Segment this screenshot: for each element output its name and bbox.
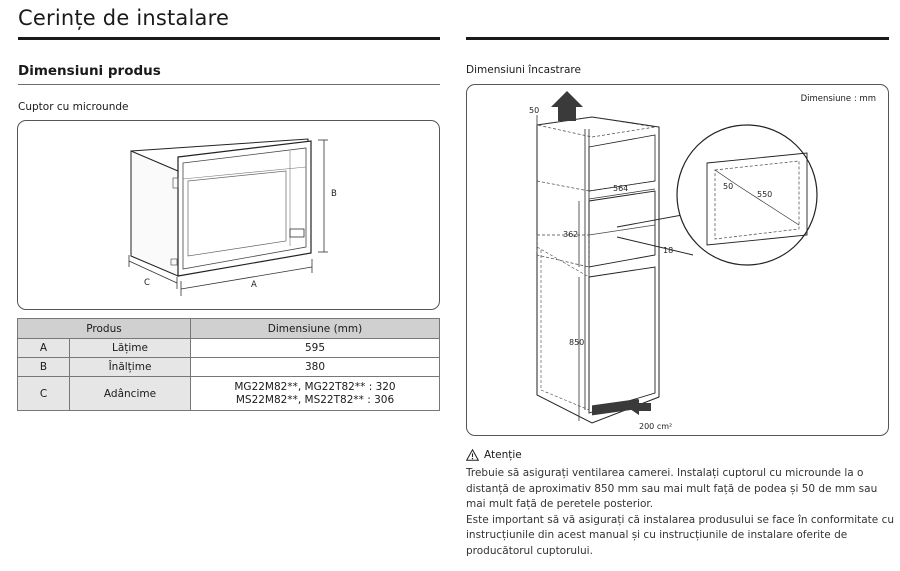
row-value: MG22M82**, MG22T82** : 320 MS22M82**, MS… xyxy=(190,376,440,411)
row-value-line: MS22M82**, MS22T82** : 306 xyxy=(235,393,395,406)
table-header-product: Produs xyxy=(17,318,191,339)
dimensions-table: Produs Dimensiune (mm) A Lățime 595 B În… xyxy=(17,318,440,411)
warning-paragraph-2: Este important să vă asigurați că instal… xyxy=(466,513,895,557)
vent-area: 200 cm² xyxy=(639,422,672,431)
row-value: 380 xyxy=(190,357,440,377)
row-code: C xyxy=(17,376,70,411)
table-row: C Adâncime MG22M82**, MG22T82** : 320 MS… xyxy=(17,376,440,411)
row-code: A xyxy=(17,338,70,358)
warning-paragraph-1: Trebuie să asigurați ventilarea camerei.… xyxy=(466,467,878,510)
detail-550: 550 xyxy=(757,190,772,199)
table-header-dimension: Dimensiune (mm) xyxy=(190,318,440,339)
detail-50: 50 xyxy=(723,182,733,191)
warning-heading: Atenție xyxy=(466,449,522,461)
label-b: B xyxy=(331,189,337,199)
label-c: C xyxy=(144,278,150,288)
install-dims-title: Dimensiuni încastrare xyxy=(466,64,581,76)
title-rule-right xyxy=(466,37,889,40)
dim-18: 18 xyxy=(663,246,673,255)
dim-height: 362 xyxy=(563,230,578,239)
warning-icon xyxy=(466,449,479,461)
title-rule-left xyxy=(18,37,440,40)
microwave-drawing: B A C xyxy=(128,138,337,296)
install-figure: Dimensiune : mm 50 564 362 18 85 xyxy=(466,84,889,436)
dim-850: 850 xyxy=(569,338,584,347)
cabinet-drawing: 50 564 362 18 850 200 cm² 50 550 xyxy=(529,91,818,431)
warning-title: Atenție xyxy=(484,449,522,461)
unit-note: Dimensiune : mm xyxy=(800,94,876,104)
row-name: Înălțime xyxy=(69,357,191,377)
row-code: B xyxy=(17,357,70,377)
dim-top: 50 xyxy=(529,106,539,115)
table-row: B Înălțime 380 xyxy=(17,357,440,377)
row-name: Adâncime xyxy=(69,376,191,411)
product-figure: B A C xyxy=(17,120,440,310)
table-row: A Lățime 595 xyxy=(17,338,440,358)
dim-width: 564 xyxy=(613,184,628,193)
section-rule xyxy=(18,84,440,85)
product-dims-title: Dimensiuni produs xyxy=(18,63,161,79)
row-name: Lățime xyxy=(69,338,191,358)
microwave-label: Cuptor cu microunde xyxy=(18,101,129,113)
row-value-line: MG22M82**, MG22T82** : 320 xyxy=(234,380,396,393)
label-a: A xyxy=(251,280,257,290)
row-value: 595 xyxy=(190,338,440,358)
page-title: Cerințe de instalare xyxy=(18,6,230,30)
warning-text: Trebuie să asigurați ventilarea camerei.… xyxy=(466,466,896,559)
